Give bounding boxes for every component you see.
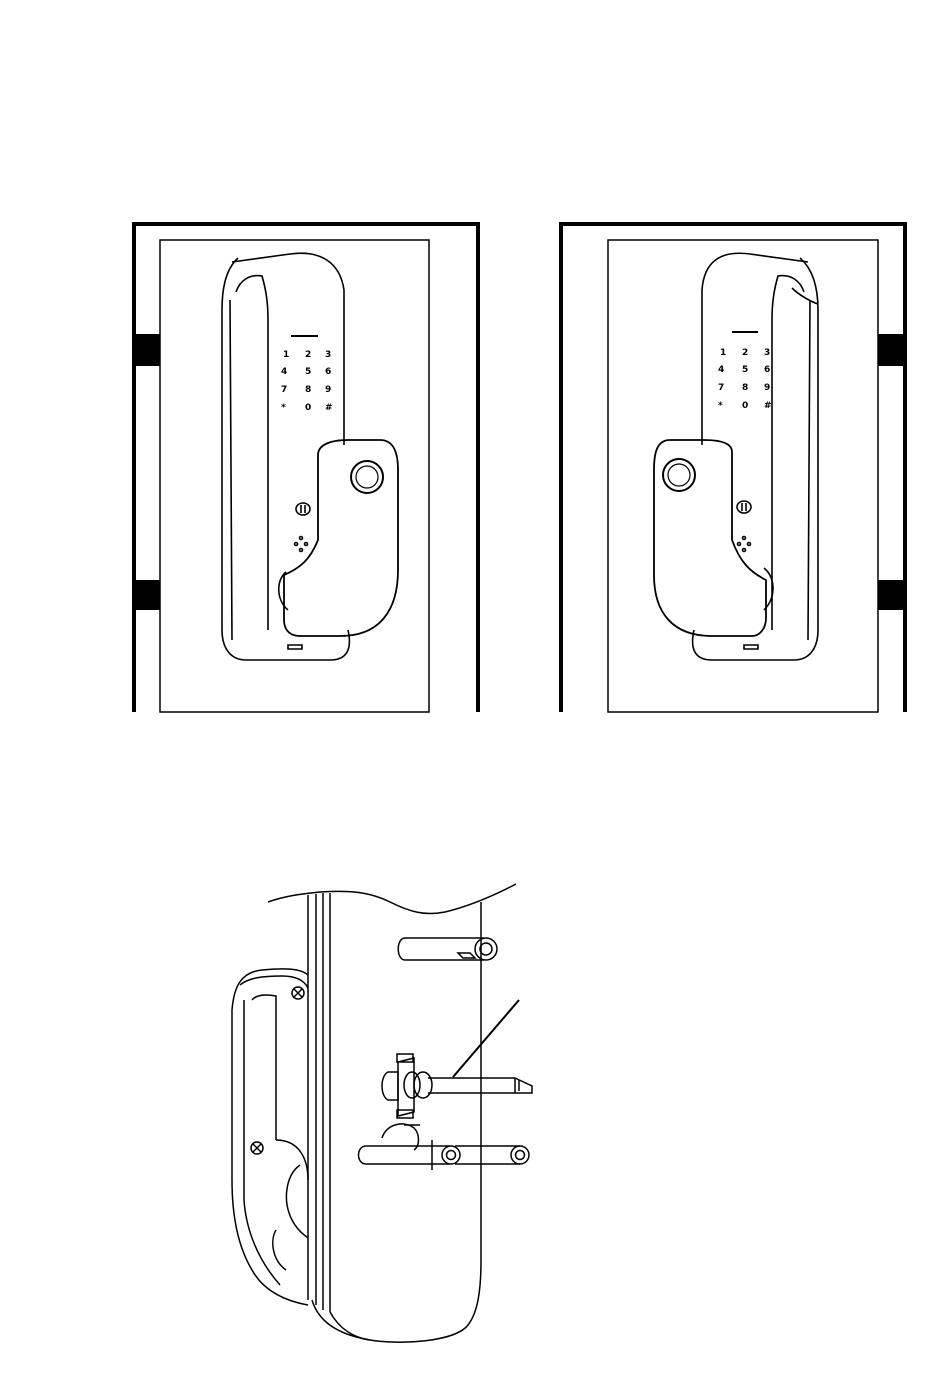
left-keypad: 1 2 3 4 5 6 7 8 9 * 0 # (281, 350, 333, 413)
left-sensor-dots (295, 537, 308, 552)
left-key-hash: # (325, 403, 333, 413)
right-key-hash: # (764, 401, 772, 411)
left-door-panel (134, 224, 478, 712)
right-key-2: 2 (742, 348, 748, 358)
screw-bottom (251, 1142, 263, 1154)
right-key-0: 0 (742, 401, 748, 411)
upper-bolt (398, 938, 497, 960)
right-key-1: 1 (720, 348, 726, 358)
left-smart-lock (222, 253, 398, 660)
hinge-top-left (134, 334, 160, 366)
spindle-assembly (382, 1054, 532, 1118)
right-key-7: 7 (718, 383, 724, 393)
left-key-star: * (281, 403, 286, 413)
back-plate-side (232, 969, 308, 1305)
right-key-cylinder (737, 501, 751, 513)
right-door-panel (561, 224, 905, 712)
right-sensor-dots (738, 537, 751, 552)
left-key-9: 9 (325, 385, 331, 395)
leader-line (453, 1000, 519, 1077)
right-key-9: 9 (764, 383, 770, 393)
right-key-8: 8 (742, 383, 748, 393)
left-key-cylinder (296, 503, 310, 515)
left-key-0: 0 (305, 403, 311, 413)
hinge-bottom-right (878, 580, 905, 610)
door-edge-cutaway (268, 884, 516, 1342)
left-key-7: 7 (281, 385, 287, 395)
left-key-3: 3 (325, 350, 331, 360)
right-keypad: 1 2 3 4 5 6 7 8 9 * 0 # (718, 348, 772, 411)
left-key-8: 8 (305, 385, 311, 395)
lower-bolts (359, 1124, 530, 1170)
right-key-3: 3 (764, 348, 770, 358)
left-key-4: 4 (281, 367, 287, 377)
right-smart-lock (654, 253, 818, 660)
left-key-6: 6 (325, 367, 331, 377)
right-key-star: * (718, 401, 723, 411)
hinge-bottom-left (134, 580, 160, 610)
right-key-6: 6 (764, 365, 770, 375)
left-key-2: 2 (305, 350, 311, 360)
screw-top (292, 987, 304, 999)
left-key-5: 5 (305, 367, 311, 377)
right-lever-handle (654, 440, 766, 636)
right-key-5: 5 (742, 365, 748, 375)
right-key-4: 4 (718, 365, 724, 375)
hinge-top-right (878, 334, 905, 366)
left-key-1: 1 (283, 350, 289, 360)
